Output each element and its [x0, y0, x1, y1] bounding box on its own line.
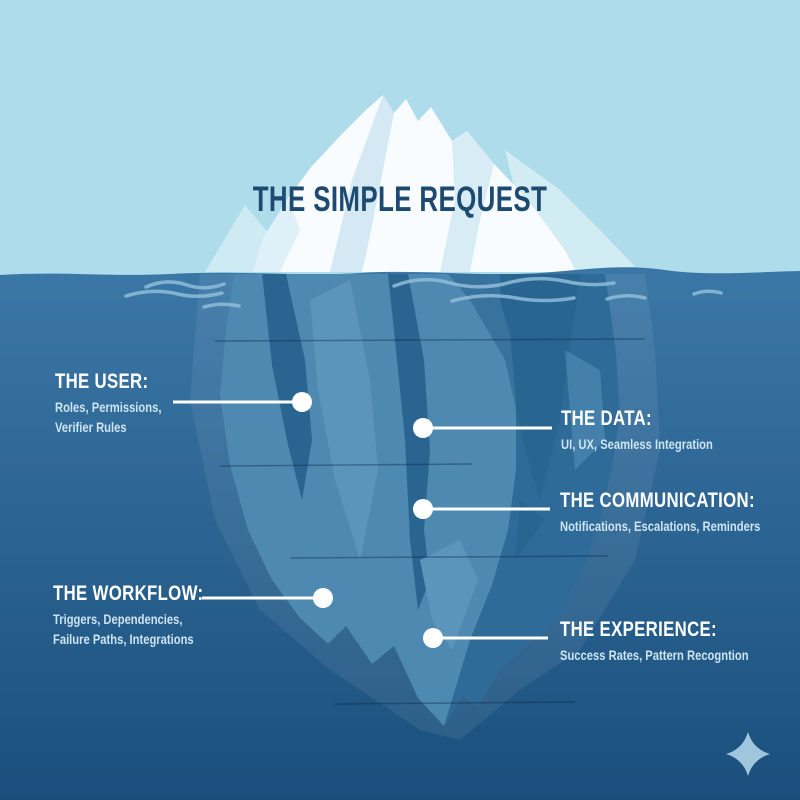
callout-communication-heading: THE COMMUNICATION:	[560, 489, 755, 512]
callout-workflow-line: Failure Paths, Integrations	[53, 631, 194, 648]
page-title-text: THE SIMPLE REQUEST	[252, 180, 548, 219]
callout-experience-line: Success Rates, Pattern Recogntion	[560, 647, 749, 664]
callout-workflow-line: Triggers, Dependencies,	[53, 611, 183, 628]
callout-communication-line: Notifications, Escalations, Reminders	[560, 518, 761, 535]
iceberg-tip	[253, 95, 576, 272]
depth-lines	[214, 338, 646, 705]
callout-dot-experience	[423, 628, 443, 648]
callout-user-heading: THE USER:	[55, 370, 149, 393]
callout-experience-text: THE EXPERIENCE: Success Rates, Pattern R…	[560, 618, 749, 665]
iceberg-facet-highlight-2	[420, 540, 478, 650]
depth-line-4	[334, 701, 576, 705]
callout-user-line: Roles, Permissions,	[55, 399, 162, 416]
depth-line-2	[219, 463, 473, 467]
depth-line-3	[289, 555, 609, 559]
callout-data-line: UI, UX, Seamless Integration	[561, 436, 713, 453]
wave-line-4	[392, 276, 616, 289]
depth-line-1	[214, 338, 646, 342]
callout-user-text: THE USER: Roles, Permissions, Verifier R…	[55, 370, 162, 438]
callout-data-heading: THE DATA:	[561, 407, 652, 430]
callout-experience-heading: THE EXPERIENCE:	[560, 618, 717, 641]
callout-dot-data	[413, 418, 433, 438]
callout-user-line: Verifier Rules	[55, 419, 127, 436]
callout-workflow: THE WORKFLOW: Triggers, Dependencies, Fa…	[53, 582, 241, 650]
callout-experience: THE EXPERIENCE: Success Rates, Pattern R…	[560, 618, 796, 665]
iceberg-tip-facet-2	[440, 131, 494, 272]
iceberg-facet-highlight-1	[310, 280, 378, 560]
wave-line-6	[605, 294, 647, 301]
iceberg-facet-shadow-wedge	[448, 274, 580, 500]
wave-line-3	[202, 302, 241, 309]
callout-user: THE USER: Roles, Permissions, Verifier R…	[55, 370, 188, 438]
callout-dot-communication	[413, 499, 433, 519]
callout-dot-user	[292, 392, 312, 412]
callout-communication-text: THE COMMUNICATION: Notifications, Escala…	[560, 489, 761, 536]
wave-line-7	[692, 289, 723, 296]
callout-data: THE DATA: UI, UX, Seamless Integration	[561, 407, 751, 454]
wave-line-2	[124, 289, 224, 298]
callout-workflow-heading: THE WORKFLOW:	[53, 582, 204, 605]
callout-workflow-text: THE WORKFLOW: Triggers, Dependencies, Fa…	[53, 582, 204, 650]
callout-dots	[292, 392, 443, 648]
wave-line-5	[450, 293, 576, 303]
wave-line-1	[144, 280, 226, 290]
callout-communication: THE COMMUNICATION: Notifications, Escala…	[560, 489, 800, 536]
sparkle-icon	[726, 732, 770, 776]
iceberg-ghost-left	[205, 205, 270, 272]
callout-connectors	[173, 400, 552, 640]
page-title: THE SIMPLE REQUEST	[0, 180, 800, 220]
surface-waves	[124, 276, 723, 309]
iceberg-tip-facet-3	[253, 198, 300, 272]
iceberg-facet-notch	[515, 500, 545, 560]
callout-data-text: THE DATA: UI, UX, Seamless Integration	[561, 407, 713, 454]
iceberg-tip-facet-1	[330, 95, 394, 272]
callout-dot-workflow	[313, 588, 333, 608]
iceberg-facet-highlight-3	[565, 350, 605, 470]
iceberg-facet-streak-left	[262, 274, 312, 500]
iceberg-facet-streak-center	[388, 274, 430, 610]
iceberg-ghost-right	[505, 150, 640, 272]
